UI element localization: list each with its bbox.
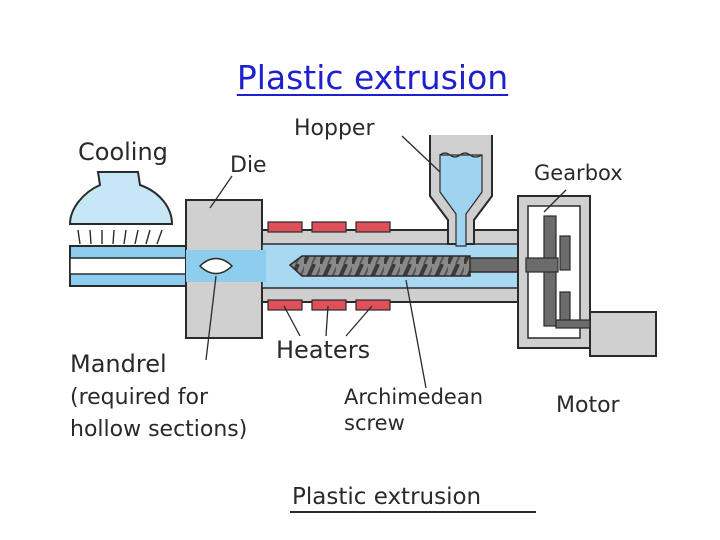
mandrel [198,257,234,275]
hopper [429,135,493,247]
heaters [267,221,391,311]
leader-lines [205,135,567,389]
label-cooling: Cooling [78,138,168,166]
motor [555,311,657,357]
diagram-caption: Plastic extrusion [292,484,481,510]
label-gearbox: Gearbox [534,161,623,185]
label-hopper: Hopper [294,116,375,141]
label-mandrel-line2: (required for [70,385,209,410]
label-mandrel-line3: hollow sections) [70,417,247,442]
archimedean-screw [288,255,551,277]
label-die: Die [230,153,267,178]
label-screw-line1: Archimedean [344,385,483,409]
label-screw-line2: screw [344,411,405,435]
label-heaters: Heaters [276,336,370,364]
cooling-nozzle [68,171,174,245]
label-motor: Motor [556,393,621,418]
slide-title: Plastic extrusion [236,58,509,97]
label-mandrel-line1: Mandrel [70,350,167,378]
